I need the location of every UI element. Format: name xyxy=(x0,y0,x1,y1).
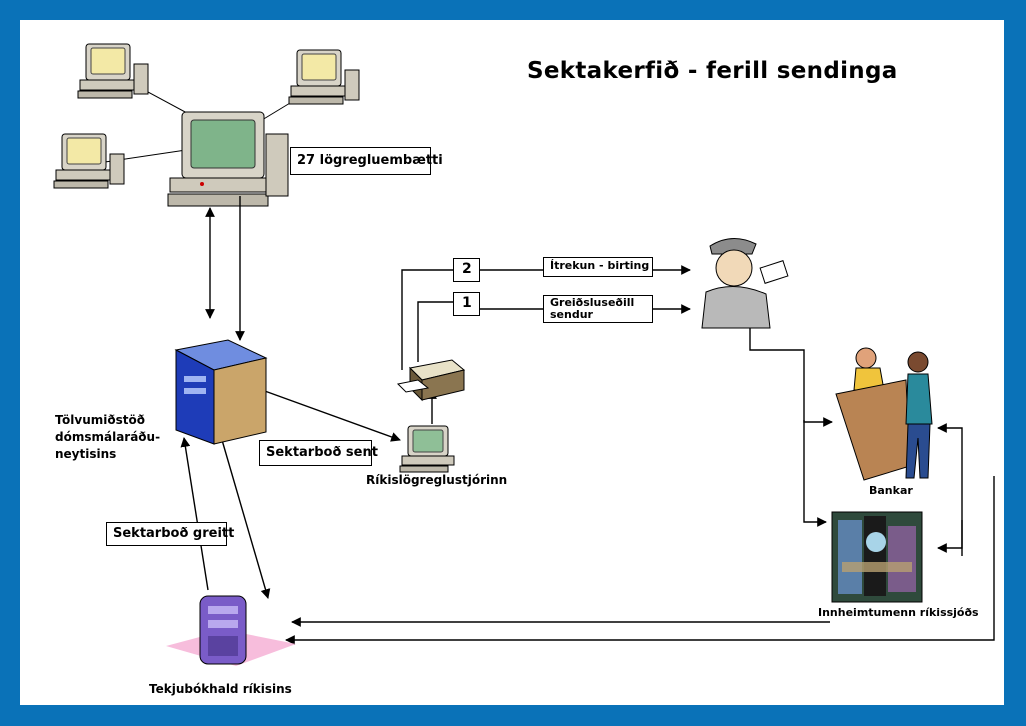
step-1-text: Greiðsluseðill sendur xyxy=(543,295,653,323)
mail-carrier-icon xyxy=(701,238,789,329)
computer-center-label: Tölvumiðstöð dómsmálaráðu-neytisins xyxy=(55,413,161,461)
fine-sent-label: Sektarboð sent xyxy=(259,440,378,466)
revenue-accounting-label: Tekjubókhald ríkisins xyxy=(149,682,292,696)
workstation-icon xyxy=(77,43,149,99)
banks-label: Bankar xyxy=(869,484,913,497)
treasury-collectors-label: Innheimtumenn ríkissjóðs xyxy=(818,606,979,619)
collector-photo-icon xyxy=(831,511,923,603)
step-1-number: 1 xyxy=(453,292,480,316)
printer-icon xyxy=(396,359,466,402)
police-offices-label: 27 lögregluembætti xyxy=(290,147,443,175)
national-police-label: Ríkislögreglustjórinn xyxy=(366,473,508,487)
bank-counter-icon xyxy=(835,347,933,481)
fine-paid-label: Sektarboð greitt xyxy=(106,522,234,546)
revenue-server-icon xyxy=(166,595,296,666)
workstation-icon xyxy=(288,49,360,105)
page-title: Sektakerfið - ferill sendinga xyxy=(527,58,898,84)
workstation-icon xyxy=(53,133,125,189)
workstation-icon xyxy=(399,425,455,473)
server-tower-icon xyxy=(174,339,268,445)
step-2-text: Ítrekun - birting xyxy=(543,257,653,277)
step-2-number: 2 xyxy=(453,258,480,282)
flow-arrows xyxy=(180,196,995,645)
workstation-icon xyxy=(167,111,289,207)
